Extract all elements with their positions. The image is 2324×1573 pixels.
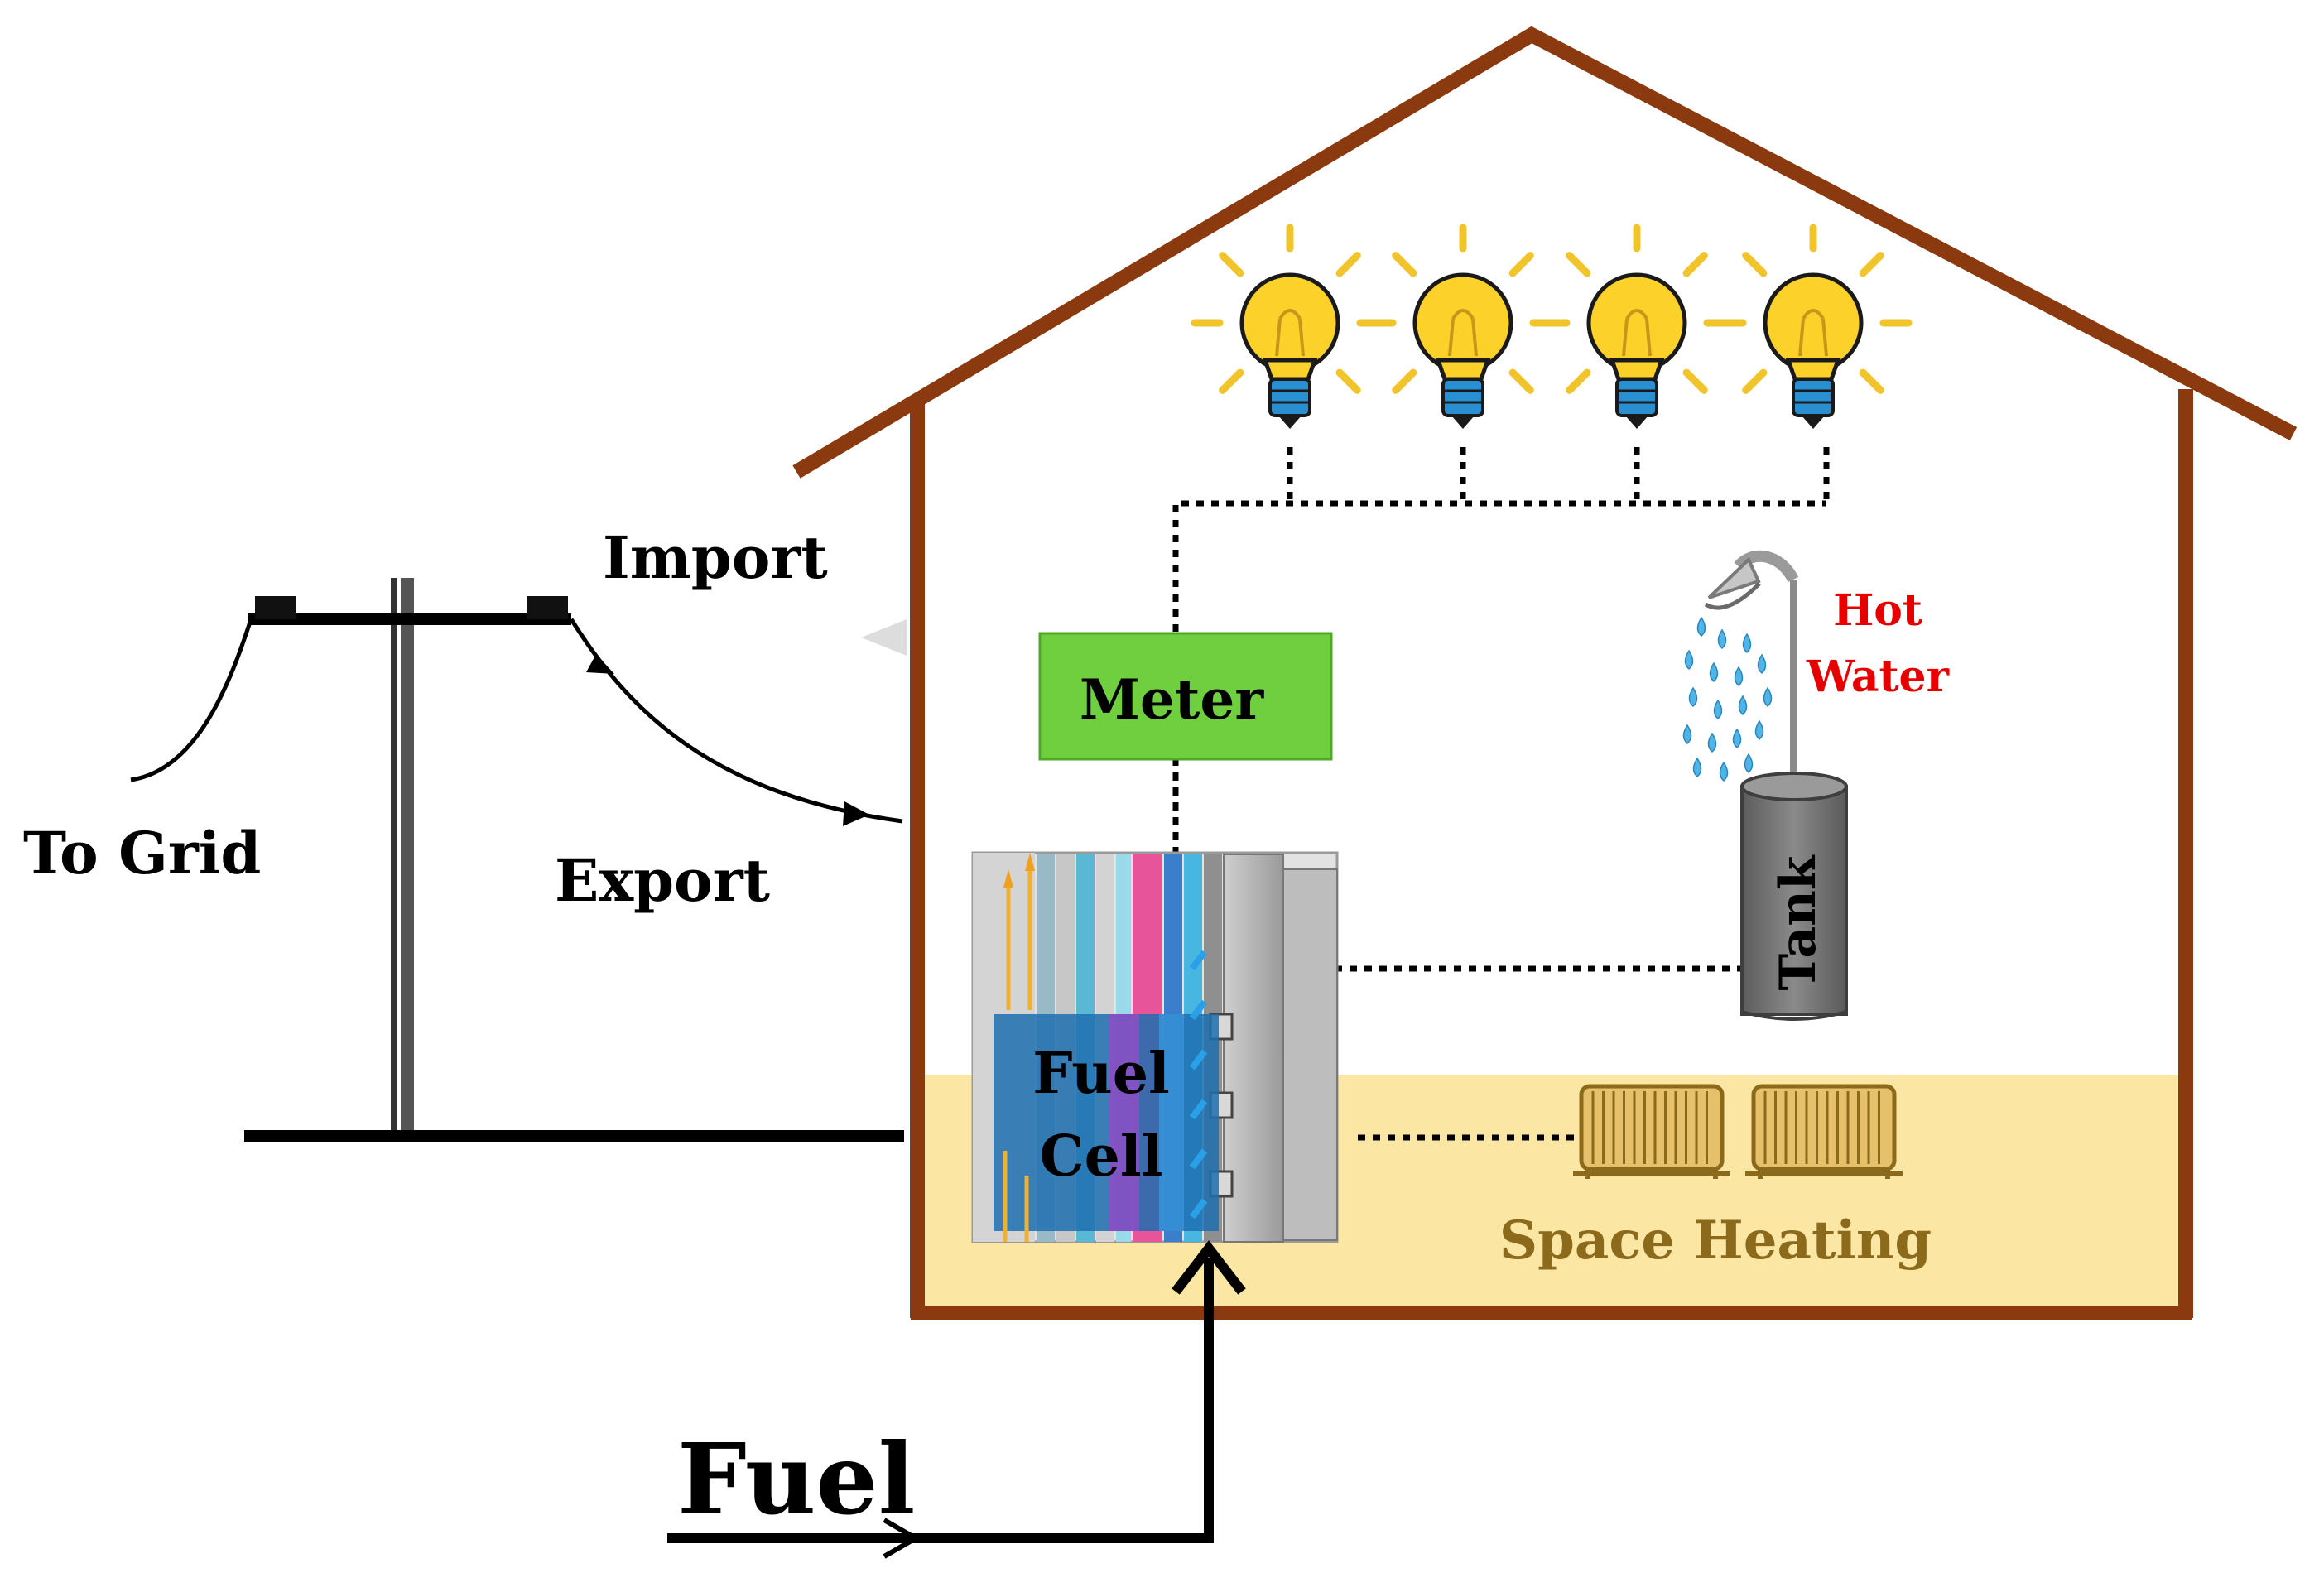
meter-label: Meter <box>1080 667 1265 732</box>
fuel-cell-label-line1: Fuel <box>1032 1041 1170 1107</box>
space-heating-label: Space Heating <box>1499 1210 1932 1272</box>
power-pole-icon <box>130 578 904 1142</box>
fuel-cell-label-line2: Cell <box>1039 1123 1162 1190</box>
radiator-icon <box>1745 1084 1903 1179</box>
export-arrow-upper <box>586 654 614 674</box>
export-label: Export <box>555 846 770 915</box>
fuel-supply-line <box>667 1258 1214 1543</box>
hot-water-label-line2: Water <box>1806 652 1950 702</box>
light-bulb-icon <box>1537 224 1736 429</box>
export-arrow-lower <box>843 801 869 826</box>
dotted-wiring <box>1172 447 1830 1141</box>
house-roof <box>792 26 2298 479</box>
water-tank-icon <box>1740 772 1848 1021</box>
light-bulb-icon <box>1364 224 1562 429</box>
import-arrow-faint <box>861 619 907 656</box>
water-drops <box>1682 616 1773 782</box>
fuel-line-arrowhead <box>1172 1240 1246 1295</box>
tank-label: Tank <box>1769 854 1827 990</box>
fuel-label: Fuel <box>677 1421 915 1537</box>
export-line <box>569 618 903 824</box>
shower-head-icon <box>1704 550 1799 782</box>
light-bulb-icon <box>1714 224 1913 429</box>
light-bulb-icon <box>1191 224 1389 429</box>
import-label: Import <box>603 523 828 592</box>
to-grid-label: To Grid <box>23 819 261 888</box>
meter-box <box>1038 632 1333 761</box>
fuel-tail-arrowhead <box>883 1518 921 1559</box>
hot-water-label-line1: Hot <box>1833 585 1922 636</box>
fuel-cell-stack-icon <box>971 851 1339 1243</box>
radiator-icon <box>1573 1084 1730 1179</box>
